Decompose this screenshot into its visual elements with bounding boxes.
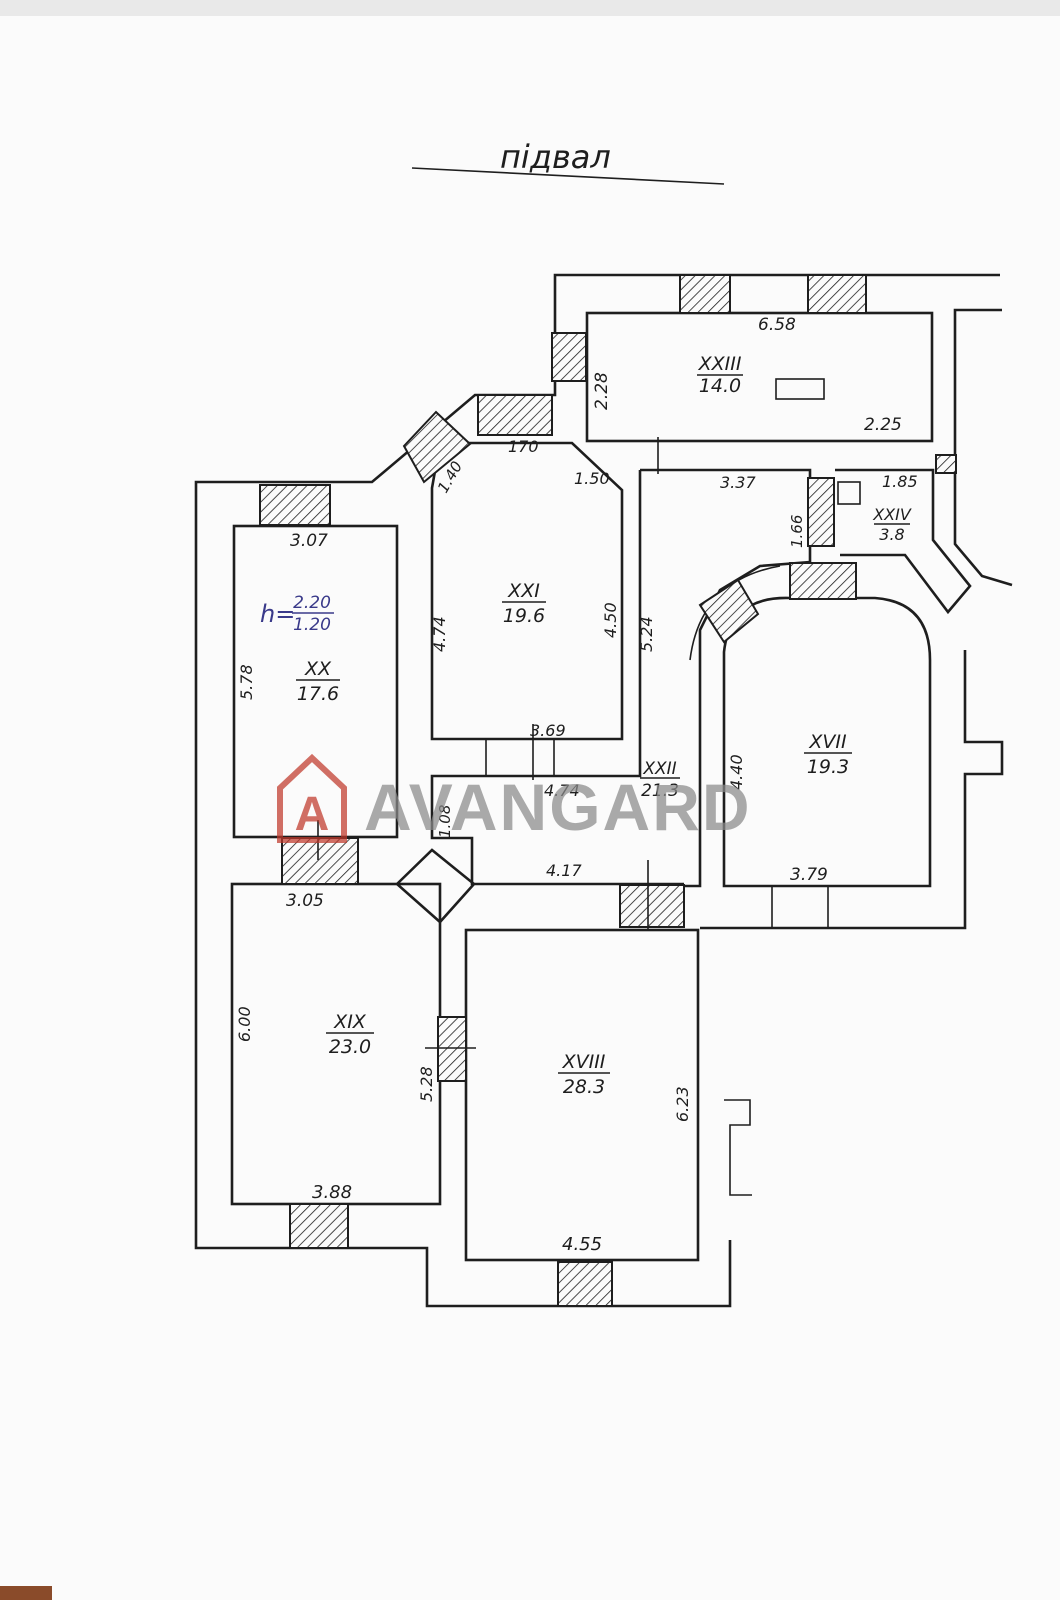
tick-marks (317, 437, 659, 1049)
dim-2-25: 2.25 (864, 415, 902, 435)
svg-text:XXII: XXII (642, 759, 676, 779)
paper-edge-top (0, 0, 1060, 16)
svg-text:14.0: 14.0 (699, 375, 741, 397)
dim-170: 170 (508, 437, 539, 456)
svg-text:23.0: 23.0 (329, 1036, 371, 1058)
room-xxiii-fixture (775, 378, 825, 400)
dim-3-79: 3.79 (790, 865, 828, 885)
dim-3-07: 3.07 (290, 531, 328, 551)
corridor-niche (771, 885, 829, 929)
dim-3-88: 3.88 (312, 1182, 352, 1203)
watermark: A AVANGARD (277, 753, 752, 844)
room-xviii-walls (464, 928, 700, 1262)
dim-1-50: 1.50 (574, 469, 610, 488)
room-xxiv-walls (835, 468, 972, 615)
paper-corner (0, 1586, 52, 1600)
dim-2-28: 2.28 (592, 372, 612, 410)
room-label-xxiv: XXIV 3.8 (872, 505, 912, 544)
dim-6-23: 6.23 (673, 1086, 692, 1122)
dim-4-50: 4.50 (601, 602, 620, 638)
toilet-fixture (837, 481, 861, 505)
dim-5-78: 5.78 (237, 664, 256, 700)
dim-4-74-corridor: 4.74 (544, 781, 580, 800)
svg-text:19.6: 19.6 (503, 605, 545, 627)
height-note: h= 2.20 1.20 (260, 593, 334, 635)
room-label-xvii: XVII 19.3 (804, 731, 852, 778)
window-openings (259, 274, 957, 1307)
svg-text:3.8: 3.8 (879, 525, 904, 544)
dim-4-55: 4.55 (562, 1234, 602, 1255)
corridor-step (485, 738, 555, 777)
dim-3-37: 3.37 (720, 473, 756, 492)
dim-5-24: 5.24 (637, 616, 656, 652)
svg-text:17.6: 17.6 (297, 683, 339, 705)
room-label-xxi: XXI 19.6 (502, 580, 546, 627)
watermark-text: AVANGARD (364, 770, 752, 844)
room-label-xix: XIX 23.0 (326, 1011, 374, 1058)
room-label-xviii: XVIII 28.3 (558, 1051, 610, 1098)
dim-4-74: 4.74 (430, 616, 449, 652)
svg-text:h=: h= (260, 600, 295, 628)
svg-text:XXIV: XXIV (872, 505, 912, 524)
dim-4-40: 4.40 (727, 754, 746, 790)
watermark-logo (277, 753, 347, 843)
diamond-passage (395, 848, 476, 924)
room-label-xxiii: XXIII 14.0 (697, 353, 743, 397)
svg-text:21.3: 21.3 (641, 781, 679, 801)
svg-text:XXIII: XXIII (698, 353, 742, 375)
svg-text:XX: XX (304, 658, 332, 680)
svg-text:28.3: 28.3 (563, 1076, 605, 1098)
svg-text:2.20: 2.20 (293, 593, 331, 613)
svg-text:19.3: 19.3 (807, 756, 849, 778)
dim-5-28: 5.28 (417, 1066, 436, 1102)
dim-3-69: 3.69 (530, 721, 566, 740)
dim-1-85: 1.85 (882, 472, 918, 491)
annex-right (724, 1099, 752, 1196)
dim-1-08: 1.08 (436, 805, 454, 838)
plan-title: підвал (500, 138, 611, 176)
dim-1-66: 1.66 (788, 515, 806, 548)
dim-6-00: 6.00 (235, 1006, 254, 1042)
svg-text:XXI: XXI (507, 580, 540, 602)
dim-4-17: 4.17 (546, 861, 582, 880)
svg-text:XVII: XVII (808, 731, 847, 753)
room-label-xxii: XXII 21.3 (640, 759, 680, 801)
svg-text:XIX: XIX (333, 1011, 367, 1033)
svg-text:1.20: 1.20 (293, 615, 331, 635)
room-label-xx: XX 17.6 (296, 658, 340, 705)
watermark-logo-letter: A (295, 788, 330, 841)
title-underline (411, 167, 725, 185)
dim-6-58: 6.58 (758, 315, 796, 335)
svg-text:XVIII: XVIII (562, 1051, 606, 1073)
dim-3-05: 3.05 (286, 891, 324, 911)
